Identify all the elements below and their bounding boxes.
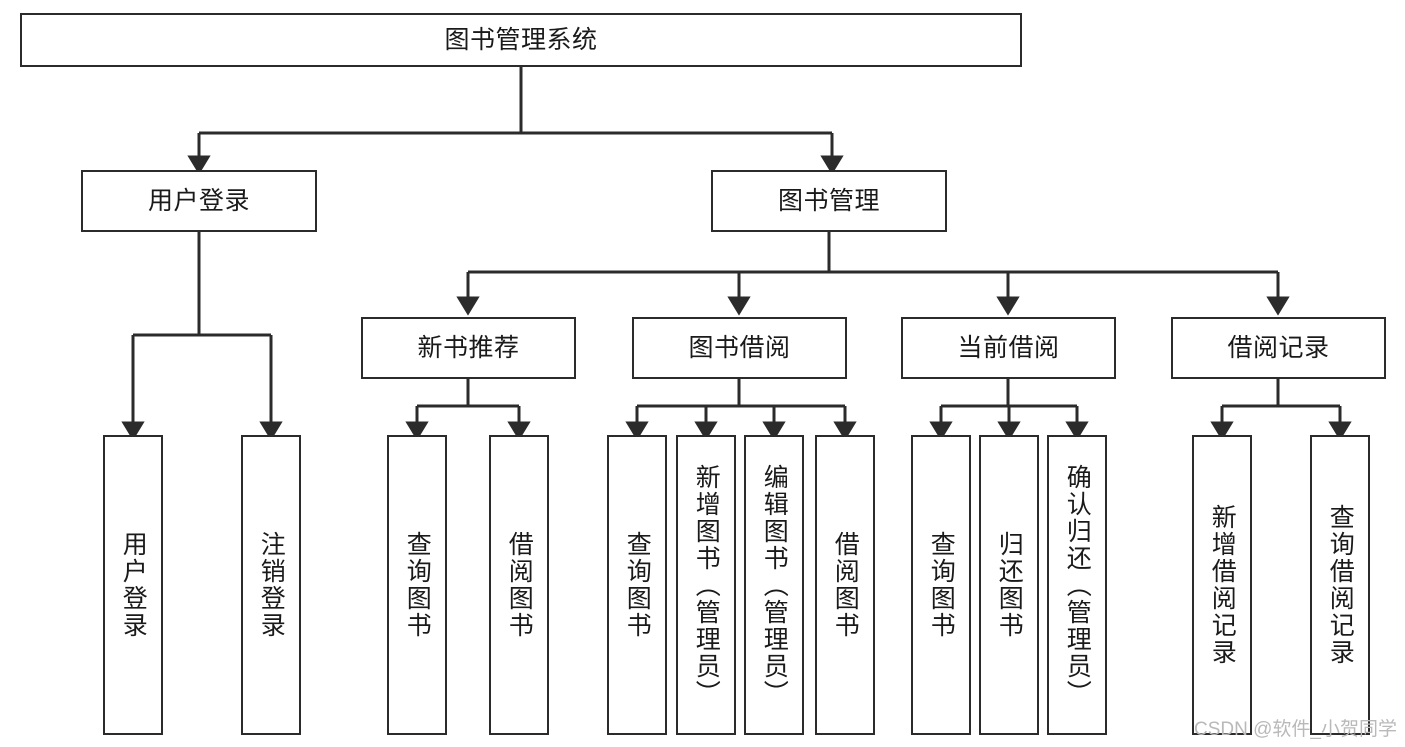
- node-label: 注销登录: [257, 531, 286, 639]
- leaf-text-wrap: 查询图书: [389, 437, 445, 733]
- leaf-text-wrap: 编辑图书（管理员）: [746, 437, 802, 733]
- node-label: 图书管理系统: [444, 25, 598, 54]
- node-leaf-user-login[interactable]: 用户登录: [103, 435, 163, 735]
- node-label: 编辑图书（管理员）: [760, 463, 789, 707]
- node-label: 确认归还（管理员）: [1063, 463, 1092, 707]
- node-current-borrow[interactable]: 当前借阅: [901, 317, 1116, 379]
- node-label: 用户登录: [119, 531, 148, 639]
- leaf-text-wrap: 新增图书（管理员）: [678, 437, 734, 733]
- node-leaf-cb-query-book[interactable]: 查询图书: [911, 435, 971, 735]
- leaf-text-wrap: 查询借阅记录: [1312, 437, 1368, 733]
- node-label: 查询图书: [927, 531, 956, 639]
- node-label: 新增借阅记录: [1208, 504, 1237, 666]
- node-leaf-rec-borrow-book[interactable]: 借阅图书: [489, 435, 549, 735]
- node-label: 归还图书: [995, 531, 1024, 639]
- node-label: 查询图书: [403, 531, 432, 639]
- node-leaf-bb-add-book[interactable]: 新增图书（管理员）: [676, 435, 736, 735]
- node-leaf-user-logout[interactable]: 注销登录: [241, 435, 301, 735]
- node-borrow-record[interactable]: 借阅记录: [1171, 317, 1386, 379]
- node-user-login[interactable]: 用户登录: [81, 170, 317, 232]
- node-book-borrow[interactable]: 图书借阅: [632, 317, 847, 379]
- leaf-text-wrap: 用户登录: [105, 437, 161, 733]
- node-leaf-bb-query-book[interactable]: 查询图书: [607, 435, 667, 735]
- node-leaf-br-add-record[interactable]: 新增借阅记录: [1192, 435, 1252, 735]
- node-label: 借阅图书: [505, 531, 534, 639]
- node-label: 图书管理: [777, 186, 880, 215]
- leaf-text-wrap: 借阅图书: [817, 437, 873, 733]
- leaf-text-wrap: 新增借阅记录: [1194, 437, 1250, 733]
- node-new-book-recommend[interactable]: 新书推荐: [361, 317, 576, 379]
- node-leaf-bb-borrow-book[interactable]: 借阅图书: [815, 435, 875, 735]
- node-leaf-bb-edit-book[interactable]: 编辑图书（管理员）: [744, 435, 804, 735]
- node-label: 借阅图书: [831, 531, 860, 639]
- node-leaf-rec-query-book[interactable]: 查询图书: [387, 435, 447, 735]
- leaf-text-wrap: 注销登录: [243, 437, 299, 733]
- node-label: 图书借阅: [688, 333, 791, 362]
- leaf-text-wrap: 确认归还（管理员）: [1049, 437, 1105, 733]
- node-book-manage[interactable]: 图书管理: [711, 170, 947, 232]
- watermark-text: CSDN @软件_小贺同学: [1194, 719, 1397, 740]
- node-label: 新书推荐: [417, 333, 520, 362]
- node-leaf-cb-confirm-return[interactable]: 确认归还（管理员）: [1047, 435, 1107, 735]
- node-label: 借阅记录: [1227, 333, 1330, 362]
- leaf-text-wrap: 归还图书: [981, 437, 1037, 733]
- node-label: 用户登录: [147, 186, 250, 215]
- leaf-text-wrap: 查询图书: [913, 437, 969, 733]
- leaf-text-wrap: 借阅图书: [491, 437, 547, 733]
- node-label: 新增图书（管理员）: [692, 463, 721, 707]
- node-leaf-cb-return-book[interactable]: 归还图书: [979, 435, 1039, 735]
- node-label: 查询图书: [623, 531, 652, 639]
- node-label: 当前借阅: [957, 333, 1060, 362]
- leaf-text-wrap: 查询图书: [609, 437, 665, 733]
- node-label: 查询借阅记录: [1326, 504, 1355, 666]
- node-leaf-br-query-record[interactable]: 查询借阅记录: [1310, 435, 1370, 735]
- node-root-system[interactable]: 图书管理系统: [20, 13, 1022, 67]
